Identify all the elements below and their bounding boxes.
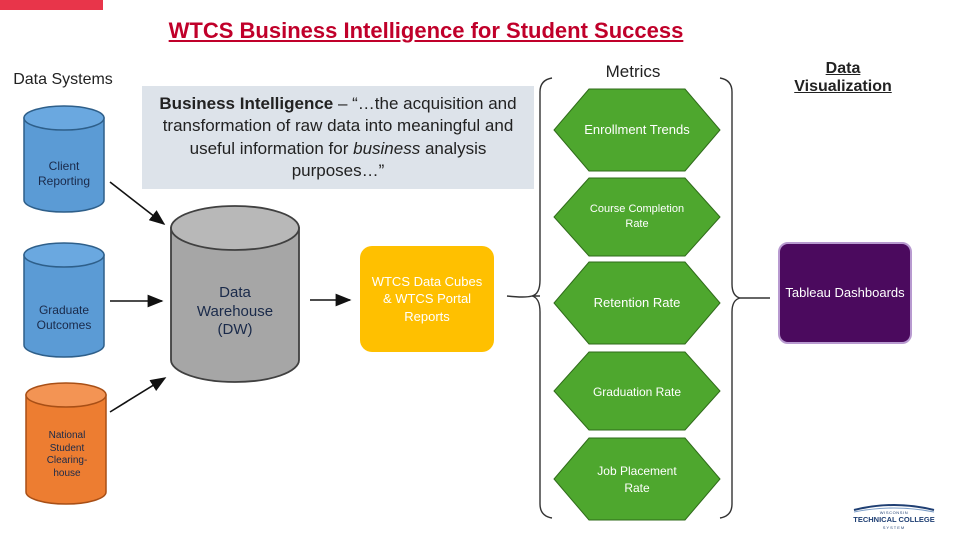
metric-graduation-rate: Graduation Rate [592,384,682,399]
tableau-dashboards-label: Tableau Dashboards [785,285,905,301]
cubes-portal-box: WTCS Data Cubes & WTCS Portal Reports [360,246,494,352]
metric-job-placement: Job Placement Rate [597,464,677,495]
data-visualization-header: Data Visualization [782,60,904,96]
label-graduate-outcomes: Graduate Outcomes [36,303,92,332]
logo-line1: WISCONSIN [880,510,909,515]
data-visualization-header-line2: Visualization [794,78,892,95]
bi-definition-text-2: analysis purposes…” [291,138,487,180]
logo-line3: SYSTEM [883,525,905,530]
hexagon-course-completion [553,177,721,257]
arrow-client-to-dw [109,181,166,225]
brace-left [506,77,553,519]
data-visualization-header-line1: Data [825,60,861,77]
bi-definition-box: Business Intelligence – “…the acquisitio… [142,86,534,189]
label-client-reporting: Client Reporting [37,159,91,188]
metric-enrollment-trends: Enrollment Trends [584,121,690,137]
page-title: WTCS Business Intelligence for Student S… [168,18,684,43]
brace-right [719,77,770,519]
data-systems-header: Data Systems [13,71,113,88]
bi-definition-prefix: Business Intelligence [159,94,334,114]
hexagon-retention-rate [553,261,721,345]
arrow-clearinghouse-to-dw [109,377,167,413]
accent-bar [0,0,103,10]
label-clearinghouse: National Student Clearing-house [46,430,88,479]
bi-definition-text-1: – “…the acquisition and transformation o… [162,94,517,158]
cylinder-client-reporting [23,105,105,213]
wtcs-logo: WISCONSIN TECHNICAL COLLEGE SYSTEM [850,498,938,532]
hexagon-enrollment-trends [553,88,721,172]
logo-line2: TECHNICAL COLLEGE [853,515,935,524]
hexagon-graduation-rate [553,351,721,431]
cylinder-clearinghouse [25,382,107,505]
metrics-header: Metrics [605,62,661,81]
bi-definition-text: Business Intelligence – “…the acquisitio… [150,93,526,181]
hexagon-job-placement [553,437,721,521]
cylinder-graduate-outcomes [23,242,105,358]
tableau-dashboards-box: Tableau Dashboards [778,242,912,344]
cubes-portal-label: WTCS Data Cubes & WTCS Portal Reports [371,273,483,324]
wtcs-logo-graphic: WISCONSIN TECHNICAL COLLEGE SYSTEM [853,504,935,530]
bi-definition-emphasis: business [353,138,421,158]
cylinder-data-warehouse [170,205,300,383]
label-data-warehouse: Data Warehouse (DW) [196,283,274,339]
metric-retention-rate: Retention Rate [593,294,681,310]
metric-course-completion: Course Completion Rate [589,202,685,230]
